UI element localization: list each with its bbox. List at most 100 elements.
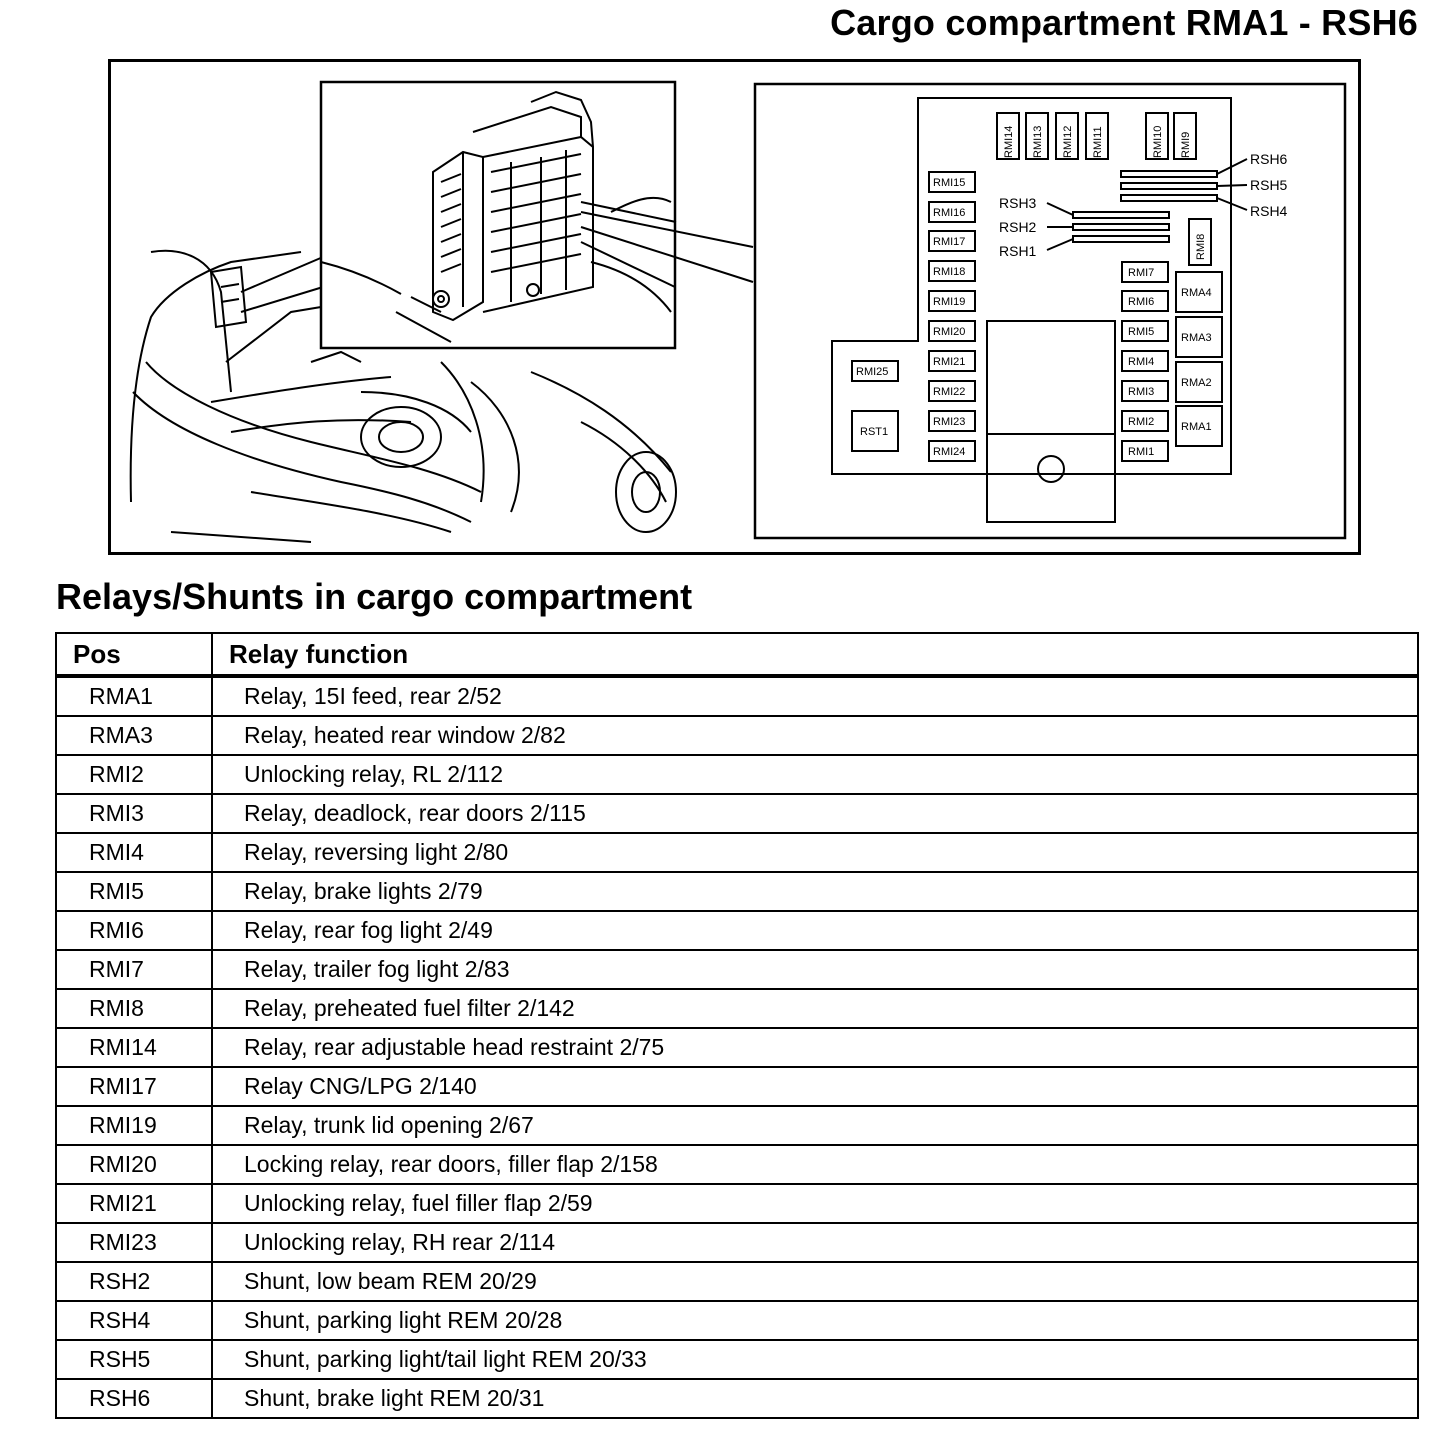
row-function: Shunt, parking light/tail light REM 20/3… — [211, 1339, 1419, 1380]
relay-box-closeup — [319, 80, 754, 350]
relay-label-rmi7: RMI7 — [1128, 267, 1154, 279]
row-pos: RSH2 — [55, 1261, 213, 1302]
row-pos: RMI5 — [55, 871, 213, 912]
row-pos: RMI19 — [55, 1105, 213, 1146]
relay-label-rmi10: RMI10 — [1152, 126, 1164, 158]
row-pos: RMA3 — [55, 715, 213, 756]
relay-label-rmi5: RMI5 — [1128, 326, 1154, 338]
relay-label-rst1: RST1 — [860, 426, 888, 438]
relay-label-rmi17: RMI17 — [933, 236, 965, 248]
right-column-relays — [1121, 261, 1169, 462]
relay-label-rma1: RMA1 — [1181, 421, 1212, 433]
row-function: Relay, brake lights 2/79 — [211, 871, 1419, 912]
relay-label-rmi20: RMI20 — [933, 326, 965, 338]
row-pos: RMI6 — [55, 910, 213, 951]
header-function: Relay function — [211, 632, 1419, 678]
relay-label-rmi8: RMI8 — [1195, 234, 1207, 260]
relay-label-rmi24: RMI24 — [933, 446, 965, 458]
relay-label-rmi12: RMI12 — [1062, 126, 1074, 158]
relay-label-rmi21: RMI21 — [933, 356, 965, 368]
left-column-relays — [928, 171, 976, 462]
row-pos: RMI21 — [55, 1183, 213, 1224]
relay-label-rmi13: RMI13 — [1032, 126, 1044, 158]
top-relays: RMI14 RMI13 RMI12 RMI11 RMI10 RMI9 — [996, 112, 1197, 160]
row-function: Relay, trunk lid opening 2/67 — [211, 1105, 1419, 1146]
row-function: Relay, reversing light 2/80 — [211, 832, 1419, 873]
page-title: Cargo compartment RMA1 - RSH6 — [830, 2, 1418, 43]
row-function: Relay CNG/LPG 2/140 — [211, 1066, 1419, 1107]
cargo-diagram: RMI14 RMI13 RMI12 RMI11 RMI10 RMI9 — [129, 80, 1347, 543]
shunt-label-rsh1: RSH1 — [999, 243, 1037, 259]
relay-label-rmi18: RMI18 — [933, 266, 965, 278]
row-function: Relay, 15I feed, rear 2/52 — [211, 675, 1419, 717]
row-pos: RMI14 — [55, 1027, 213, 1068]
shunt-label-rsh2: RSH2 — [999, 219, 1037, 235]
section-title: Relays/Shunts in cargo compartment — [56, 576, 693, 617]
row-function: Unlocking relay, RH rear 2/114 — [211, 1222, 1419, 1263]
row-function: Shunt, parking light REM 20/28 — [211, 1300, 1419, 1341]
row-function: Relay, preheated fuel filter 2/142 — [211, 988, 1419, 1029]
row-pos: RSH6 — [55, 1378, 213, 1419]
row-function: Locking relay, rear doors, filler flap 2… — [211, 1144, 1419, 1185]
shunts-left — [1046, 202, 1170, 251]
row-pos: RMI3 — [55, 793, 213, 834]
relay-label-rma4: RMA4 — [1181, 287, 1212, 299]
table-header-row: Pos Relay function — [55, 632, 1419, 678]
shunts-right — [1120, 158, 1248, 211]
row-pos: RMI8 — [55, 988, 213, 1029]
relay-label-rmi1: RMI1 — [1128, 446, 1154, 458]
shunt-label-rsh4: RSH4 — [1250, 203, 1288, 219]
row-pos: RSH5 — [55, 1339, 213, 1380]
shunt-label-rsh3: RSH3 — [999, 195, 1037, 211]
relay-label-rmi11: RMI11 — [1092, 126, 1104, 158]
fuse-box-schematic: RMI14 RMI13 RMI12 RMI11 RMI10 RMI9 — [753, 82, 1347, 540]
row-function: Relay, heated rear window 2/82 — [211, 715, 1419, 756]
relay-label-rmi22: RMI22 — [933, 386, 965, 398]
row-function: Relay, rear adjustable head restraint 2/… — [211, 1027, 1419, 1068]
relay-label-rmi23: RMI23 — [933, 416, 965, 428]
row-pos: RMI20 — [55, 1144, 213, 1185]
relay-label-rma2: RMA2 — [1181, 377, 1212, 389]
row-pos: RMI4 — [55, 832, 213, 873]
row-function: Shunt, low beam REM 20/29 — [211, 1261, 1419, 1302]
relay-label-rmi25: RMI25 — [856, 366, 888, 378]
relay-label-rmi19: RMI19 — [933, 296, 965, 308]
relay-label-rmi16: RMI16 — [933, 207, 965, 219]
row-function: Unlocking relay, fuel filler flap 2/59 — [211, 1183, 1419, 1224]
shunt-label-rsh5: RSH5 — [1250, 177, 1288, 193]
header-pos: Pos — [55, 632, 213, 678]
large-relays — [1175, 271, 1223, 447]
row-function: Relay, rear fog light 2/49 — [211, 910, 1419, 951]
row-function: Relay, deadlock, rear doors 2/115 — [211, 793, 1419, 834]
relay-label-rmi6: RMI6 — [1128, 296, 1154, 308]
row-function: Unlocking relay, RL 2/112 — [211, 754, 1419, 795]
relay-label-rmi15: RMI15 — [933, 177, 965, 189]
row-pos: RMI7 — [55, 949, 213, 990]
shunt-label-rsh6: RSH6 — [1250, 151, 1288, 167]
relay-label-rmi4: RMI4 — [1128, 356, 1154, 368]
relay-label-rmi2: RMI2 — [1128, 416, 1154, 428]
row-function: Shunt, brake light REM 20/31 — [211, 1378, 1419, 1419]
car-illustration — [129, 249, 677, 543]
row-pos: RSH4 — [55, 1300, 213, 1341]
row-pos: RMA1 — [55, 675, 213, 717]
relay-label-rmi14: RMI14 — [1003, 126, 1015, 158]
row-pos: RMI17 — [55, 1066, 213, 1107]
